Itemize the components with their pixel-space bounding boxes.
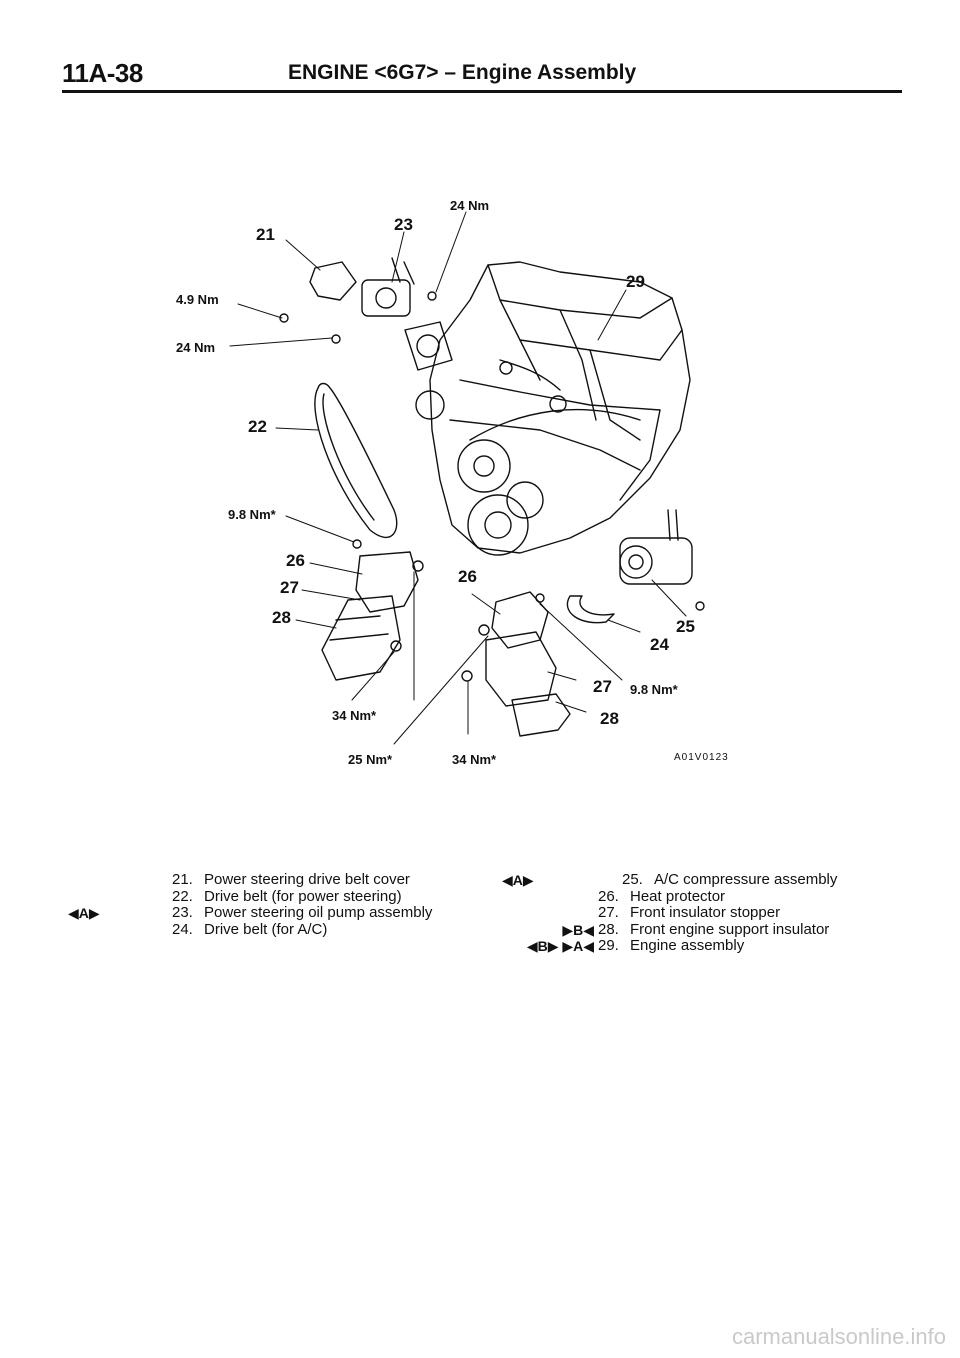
legend-item: 27. Front insulator stopper bbox=[478, 904, 837, 922]
legend-item-number: 28. bbox=[598, 920, 619, 938]
part-label-26: 26 bbox=[286, 551, 305, 570]
part-label-23: 23 bbox=[394, 215, 413, 234]
part-label-28: 28 bbox=[272, 608, 291, 627]
engine-diagram: 24 Nm 23 21 29 4.9 Nm 24 Nm 22 9.8 Nm* 2… bbox=[176, 198, 729, 767]
torque-label: 24 Nm bbox=[450, 198, 489, 213]
torque-label: 24 Nm bbox=[176, 340, 215, 355]
legend-item-description: A/C compressure assembly bbox=[654, 871, 838, 888]
legend-item-number: 23. bbox=[172, 904, 193, 921]
legend-item-description: Front insulator stopper bbox=[630, 904, 781, 921]
parts-legend-right: ◀A▶ 25. A/C compressure assembly 26. Hea… bbox=[478, 871, 838, 955]
legend-item: 26. Heat protector bbox=[478, 887, 837, 906]
ac-compressor-drawing bbox=[619, 509, 705, 611]
service-mark-a: ◀A▶ bbox=[68, 905, 100, 921]
part-label-25: 25 bbox=[676, 617, 695, 636]
left-mount-drawing bbox=[321, 539, 424, 681]
legend-item-number: 22. bbox=[172, 887, 193, 905]
legend-item-number: 29. bbox=[598, 937, 619, 954]
torque-label: 9.8 Nm* bbox=[630, 682, 679, 697]
legend-item: 22. Drive belt (for power steering) bbox=[172, 887, 432, 906]
part-label-21: 21 bbox=[256, 225, 275, 244]
legend-item-description: Power steering oil pump assembly bbox=[204, 904, 433, 921]
service-mark: ◀A▶ bbox=[502, 872, 534, 888]
legend-item: 24. Drive belt (for A/C) bbox=[172, 920, 432, 939]
engine-block-drawing bbox=[404, 261, 691, 556]
legend-item-description: Heat protector bbox=[630, 887, 726, 905]
part-label-22: 22 bbox=[248, 417, 267, 436]
part-label-27: 27 bbox=[593, 677, 612, 696]
legend-item: 23. Power steering oil pump assembly bbox=[172, 904, 433, 922]
part-label-28: 28 bbox=[600, 709, 619, 728]
legend-item: ◀B▶ ▶A◀ 29. Engine assembly bbox=[478, 937, 837, 955]
legend-item: 21. Power steering drive belt cover bbox=[172, 871, 432, 889]
service-mark bbox=[478, 905, 598, 922]
part-label-24: 24 bbox=[650, 635, 669, 654]
page-title: ENGINE <6G7> – Engine Assembly bbox=[288, 61, 637, 84]
service-mark bbox=[478, 889, 598, 906]
service-mark: ▶B◀ bbox=[562, 921, 594, 938]
legend-item-description: Power steering drive belt cover bbox=[204, 871, 410, 888]
header-rule bbox=[62, 90, 902, 93]
legend-item-description: Drive belt (for A/C) bbox=[204, 920, 328, 938]
legend-item-description: Engine assembly bbox=[630, 937, 745, 954]
torque-label: 4.9 Nm bbox=[176, 292, 219, 307]
legend-item: ◀A▶ 25. A/C compressure assembly bbox=[478, 871, 838, 889]
legend-item-description: Drive belt (for power steering) bbox=[204, 887, 402, 905]
ac-belt-drawing bbox=[566, 595, 615, 624]
service-mark: ◀B▶ ▶A◀ bbox=[526, 938, 594, 954]
right-mount-drawing bbox=[461, 591, 571, 737]
legend-item-number: 21. bbox=[172, 871, 193, 888]
legend-item-number: 24. bbox=[172, 920, 193, 938]
torque-label: 9.8 Nm* bbox=[228, 507, 277, 522]
torque-label: 34 Nm* bbox=[452, 752, 497, 767]
belt-cover-drawing bbox=[309, 261, 357, 301]
figure-code: A01V0123 bbox=[674, 752, 729, 763]
legend-item-number: 25. bbox=[622, 871, 643, 888]
legend-item-number: 27. bbox=[598, 904, 619, 921]
watermark: carmanualsonline.info bbox=[731, 1324, 946, 1349]
legend-item: ▶B◀ 28. Front engine support insulator bbox=[478, 920, 837, 939]
torque-label: 34 Nm* bbox=[332, 708, 377, 723]
oil-pump-drawing bbox=[361, 257, 415, 317]
part-label-26: 26 bbox=[458, 567, 477, 586]
part-label-27: 27 bbox=[280, 578, 299, 597]
part-label-29: 29 bbox=[626, 272, 645, 291]
page-header: 11A-38 ENGINE <6G7> – Engine Assembly bbox=[62, 58, 902, 92]
parts-legend-left: 21. Power steering drive belt cover 22. … bbox=[172, 871, 433, 939]
power-steering-belt-drawing bbox=[314, 382, 398, 538]
legend-item-description: Front engine support insulator bbox=[630, 920, 830, 938]
torque-label: 25 Nm* bbox=[348, 752, 393, 767]
legend-item-number: 26. bbox=[598, 887, 619, 905]
page-number: 11A-38 bbox=[62, 58, 143, 88]
